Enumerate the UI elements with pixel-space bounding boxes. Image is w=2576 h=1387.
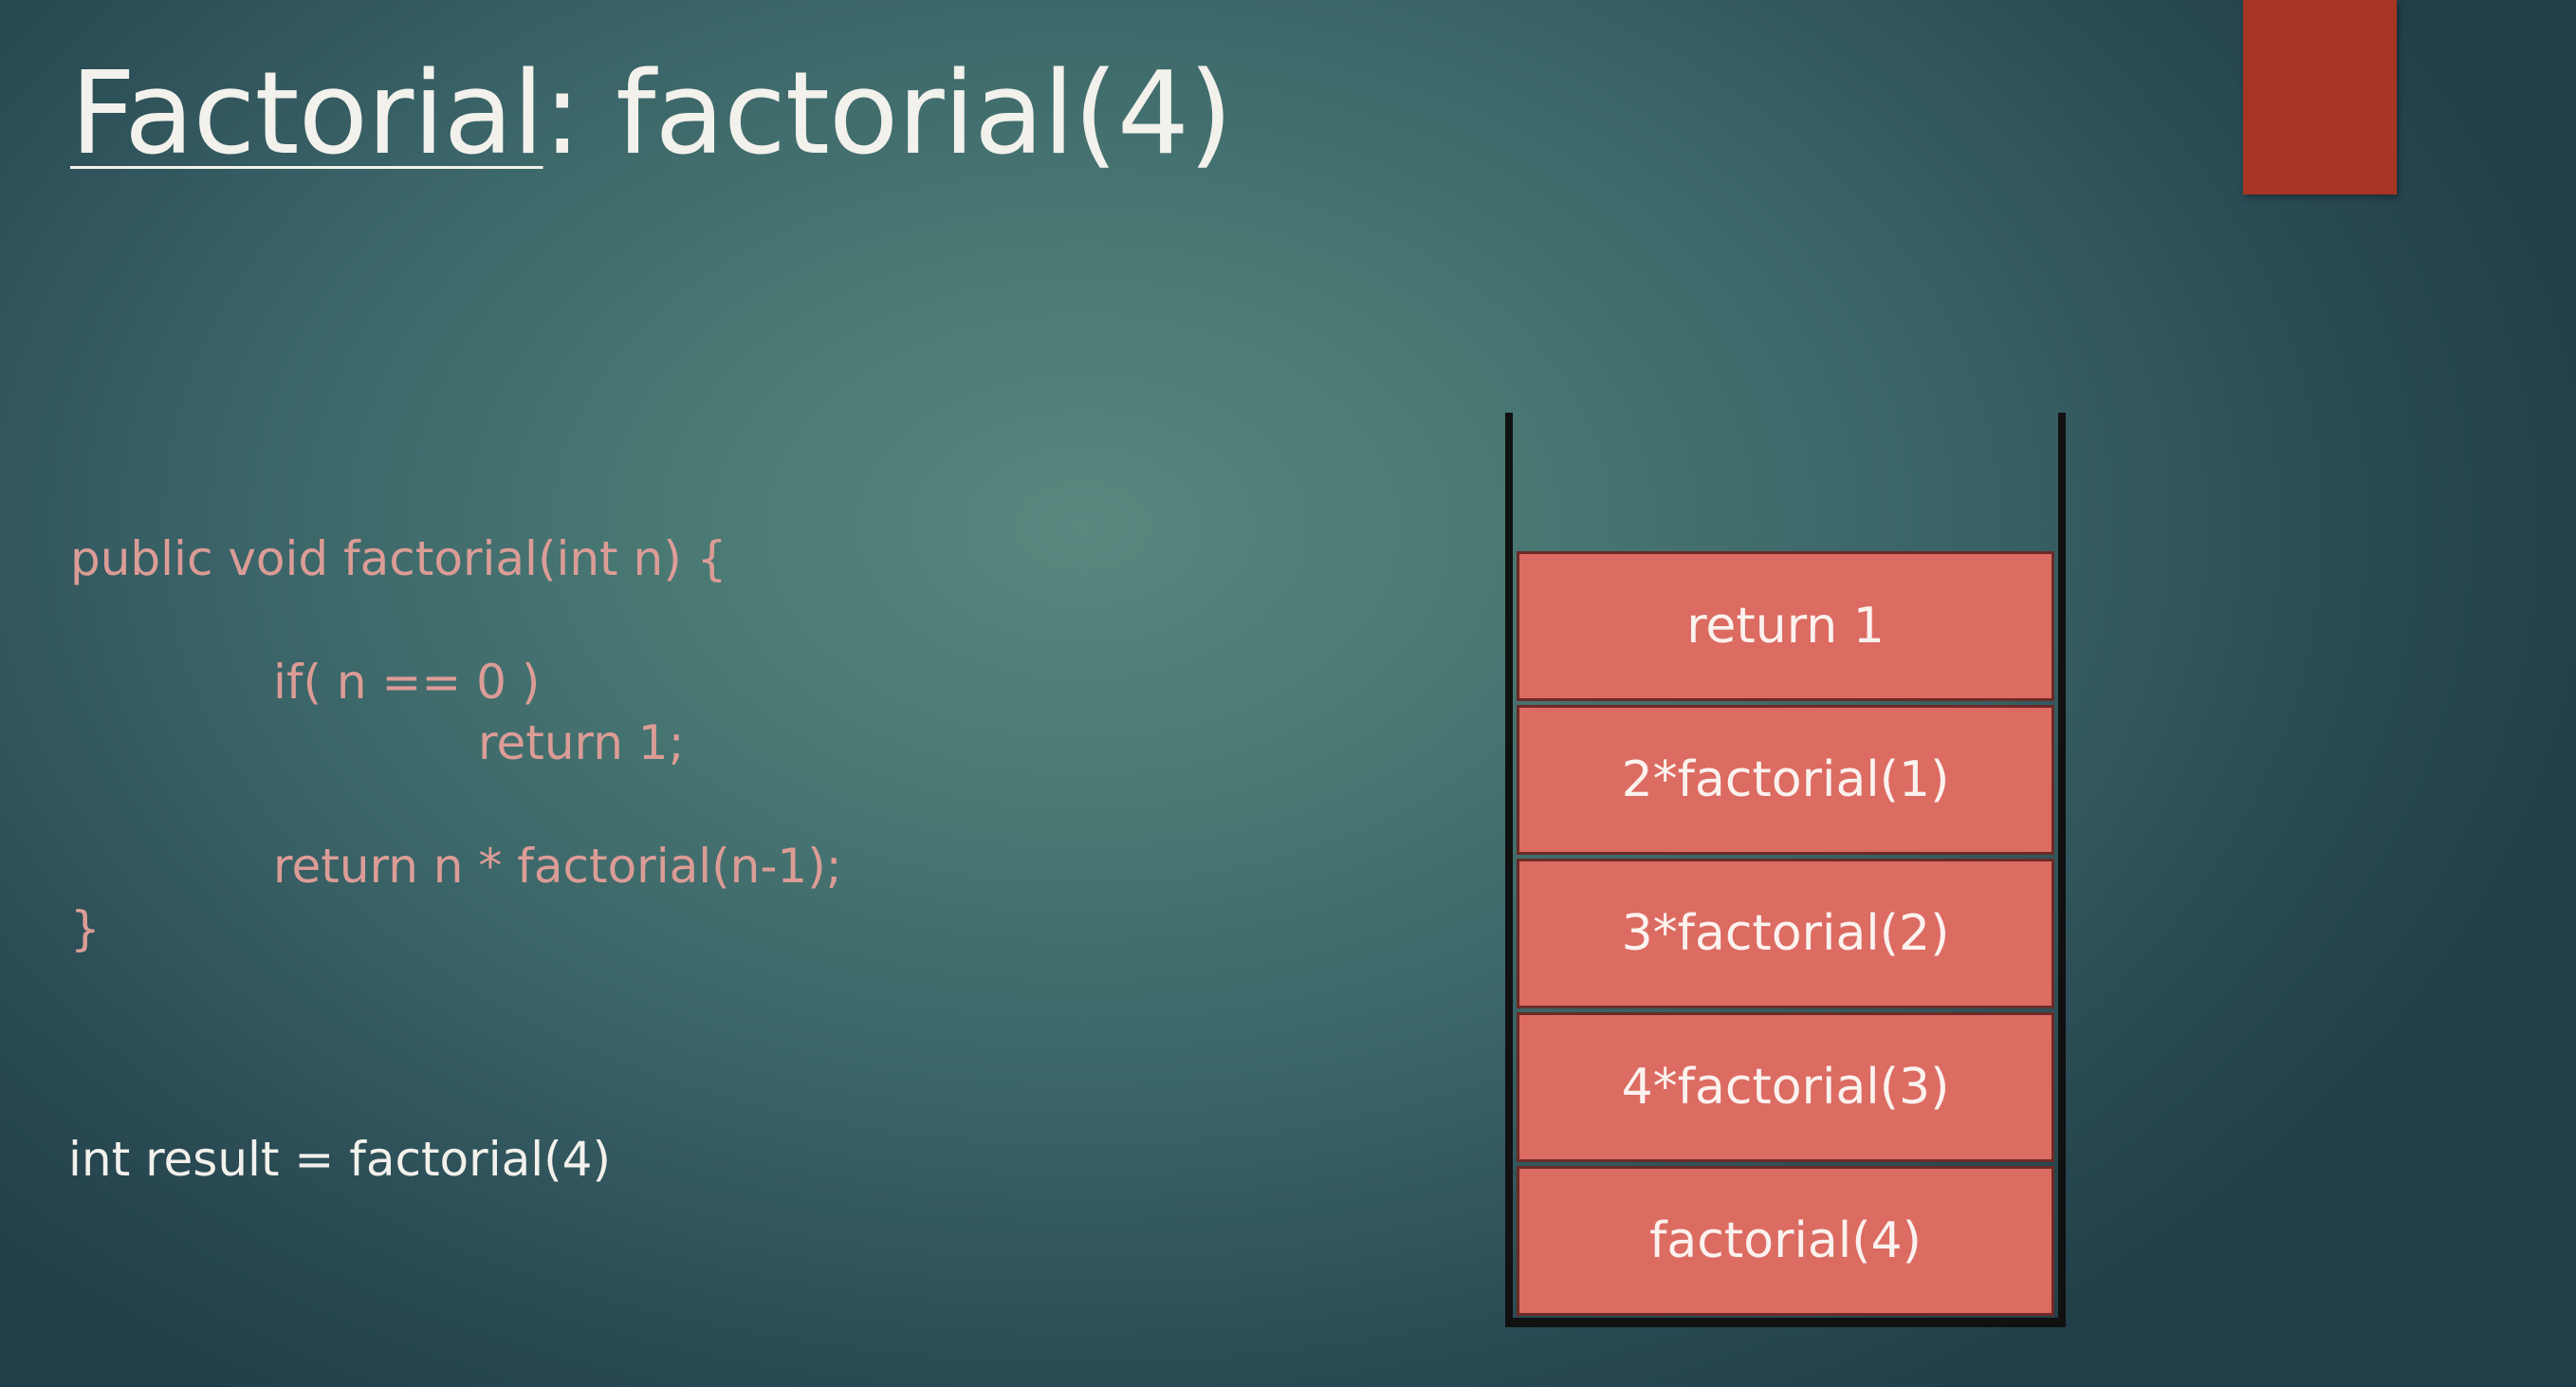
slide-title: Factorial: factorial(4) bbox=[70, 48, 1233, 180]
stack-frames: return 1 2*factorial(1) 3*factorial(2) 4… bbox=[1513, 547, 2058, 1318]
code-line-return-recursive: return n * factorial(n-1); bbox=[273, 839, 842, 894]
call-statement: int result = factorial(4) bbox=[68, 1132, 611, 1187]
stack-frame: 2*factorial(1) bbox=[1517, 705, 2054, 855]
code-line-return-base: return 1; bbox=[478, 715, 685, 770]
code-line-if: if( n == 0 ) bbox=[273, 655, 541, 710]
stack-frame: 3*factorial(2) bbox=[1517, 859, 2054, 1008]
title-remainder: : factorial(4) bbox=[543, 48, 1233, 180]
stack-frame-bottom: factorial(4) bbox=[1517, 1166, 2054, 1316]
code-line-closing-brace: } bbox=[70, 901, 101, 956]
call-stack: return 1 2*factorial(1) 3*factorial(2) 4… bbox=[1505, 413, 2066, 1327]
accent-rectangle bbox=[2243, 0, 2397, 194]
stack-frame: 4*factorial(3) bbox=[1517, 1012, 2054, 1162]
title-underlined-word: Factorial bbox=[70, 48, 544, 180]
code-line-signature: public void factorial(int n) { bbox=[70, 531, 727, 586]
stack-frame-top: return 1 bbox=[1517, 551, 2054, 701]
